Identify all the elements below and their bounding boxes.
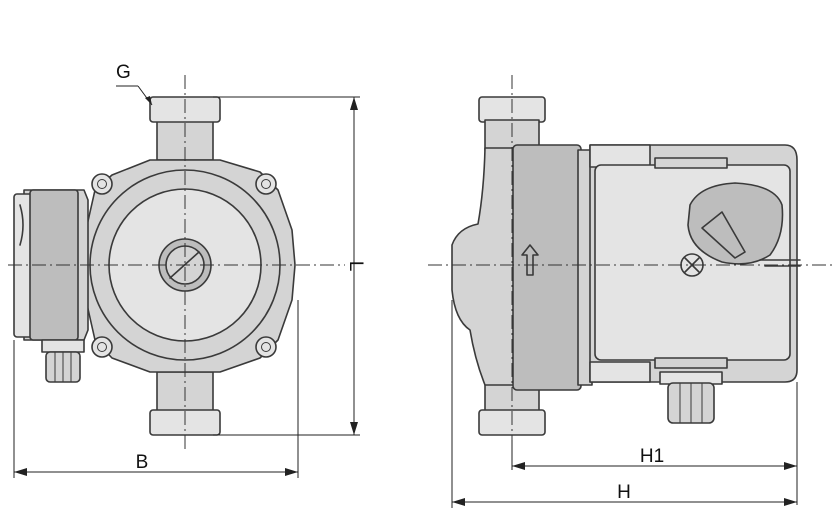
thread-label: G <box>116 62 131 83</box>
length-dimension: L <box>213 96 366 436</box>
cable-gland-nut <box>41 339 85 353</box>
height-h-label: H <box>617 482 631 503</box>
flow-direction-arrow-icon <box>521 244 539 276</box>
side-motor-top-ribs <box>589 144 651 168</box>
mounting-lug-top-left <box>91 173 113 195</box>
side-motor-label-strip-bottom <box>654 357 728 369</box>
height-h1-dimension: H1 <box>511 382 798 505</box>
side-motor-bottom-ribs <box>589 361 651 383</box>
mounting-lug-top-right <box>255 173 277 195</box>
width-dimension: B <box>13 300 299 478</box>
speed-selector-pointer <box>701 211 746 259</box>
mounting-lug-bottom-right <box>255 336 277 358</box>
thread-size-callout: G <box>116 62 153 106</box>
mounting-lug-bottom-left <box>91 336 113 358</box>
pump-side-view <box>451 96 801 436</box>
width-label: B <box>136 452 149 473</box>
terminal-box-clip <box>19 204 24 246</box>
height-h1-label: H1 <box>640 446 664 467</box>
speed-selector-knob <box>687 182 784 265</box>
side-flange <box>512 144 582 391</box>
height-h-dimension: H <box>451 300 797 508</box>
pump-front-view <box>13 96 296 436</box>
side-motor-label-strip <box>654 157 728 169</box>
length-label: L <box>345 261 366 272</box>
